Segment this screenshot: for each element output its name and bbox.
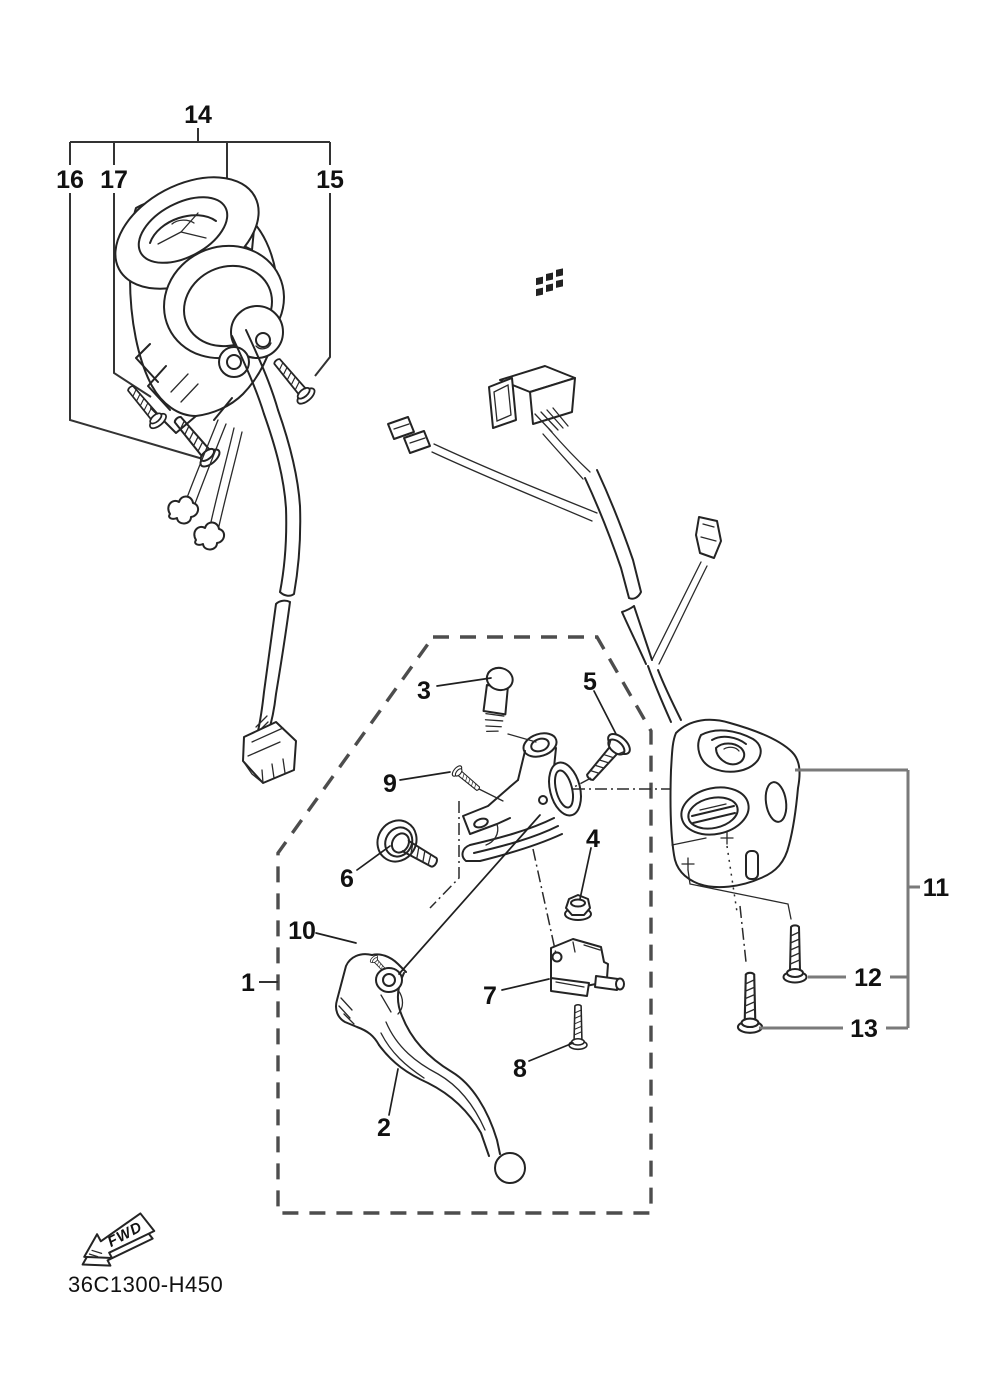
callout-6-label: 6	[340, 865, 354, 893]
lever-holder	[461, 732, 582, 862]
left-switch-assembly	[114, 176, 319, 784]
wire-2	[208, 427, 243, 536]
wire-1	[184, 419, 227, 510]
leader-lines	[315, 677, 617, 1116]
callout-11-label: 11	[923, 874, 950, 902]
callout-10-label: 10	[288, 917, 316, 945]
assembly-lines	[398, 788, 688, 975]
assembly-boundary-dashed	[276, 635, 653, 1215]
right-switch-housing	[669, 718, 801, 889]
callout-17-label: 17	[100, 166, 128, 194]
small-terminal-b	[403, 430, 431, 454]
small-terminal-a	[387, 416, 415, 440]
callout-16-label: 16	[56, 166, 84, 194]
cable-sleeve-upper	[263, 409, 302, 597]
callout-bracket-11	[759, 768, 920, 1030]
sleeve-segment-1	[584, 469, 642, 600]
harness-connector-left	[242, 721, 297, 784]
rocker-arc	[149, 214, 217, 244]
callout-bracket-14	[69, 128, 331, 460]
callout-13-label: 13	[850, 1015, 878, 1043]
pivot-bolt-3	[482, 666, 514, 733]
screw-12	[782, 924, 808, 984]
wire-terminal-1	[167, 495, 199, 525]
callout-3-label: 3	[417, 677, 431, 705]
screw-13	[736, 971, 764, 1034]
sleeve-into-switch	[647, 665, 682, 723]
callout-7-label: 7	[483, 982, 497, 1010]
cable-sleeve-lower	[257, 599, 291, 734]
callout-15-label: 15	[316, 166, 344, 194]
nut-4	[564, 894, 592, 921]
screw-hole-leaders	[687, 845, 792, 963]
callout-9-label: 9	[383, 770, 397, 798]
clutch-lever	[335, 953, 526, 1184]
callout-4-label: 4	[586, 825, 600, 853]
mount-bracket-plates	[135, 343, 233, 434]
wire-harness	[387, 268, 722, 723]
bolt-6	[376, 819, 438, 868]
part-code: 36C1300-H450	[68, 1272, 223, 1297]
bolt-5	[578, 729, 635, 788]
cable-root	[231, 329, 279, 415]
terminal-wire	[431, 443, 598, 522]
wire-terminal-2	[193, 521, 225, 551]
callout-14-label: 14	[184, 101, 212, 129]
harness-connector-main	[488, 268, 576, 433]
callout-8-label: 8	[513, 1055, 527, 1083]
callout-5-label: 5	[583, 668, 597, 696]
callout-1-label: 1	[241, 969, 255, 997]
branch-wire	[651, 561, 708, 665]
harness-neck	[542, 428, 591, 480]
fwd-arrow: FWD	[81, 1212, 156, 1267]
clamp-boss	[218, 346, 250, 378]
screw-15	[267, 352, 319, 408]
lever-pivot-hole	[375, 967, 403, 993]
callout-12-label: 12	[854, 964, 882, 992]
sleeve-segment-2	[621, 605, 653, 665]
lever-ball-end	[494, 1152, 526, 1184]
screw-9	[450, 763, 484, 795]
callout-2-label: 2	[377, 1114, 391, 1142]
branch-terminal	[695, 516, 722, 559]
switch-7	[550, 938, 625, 997]
